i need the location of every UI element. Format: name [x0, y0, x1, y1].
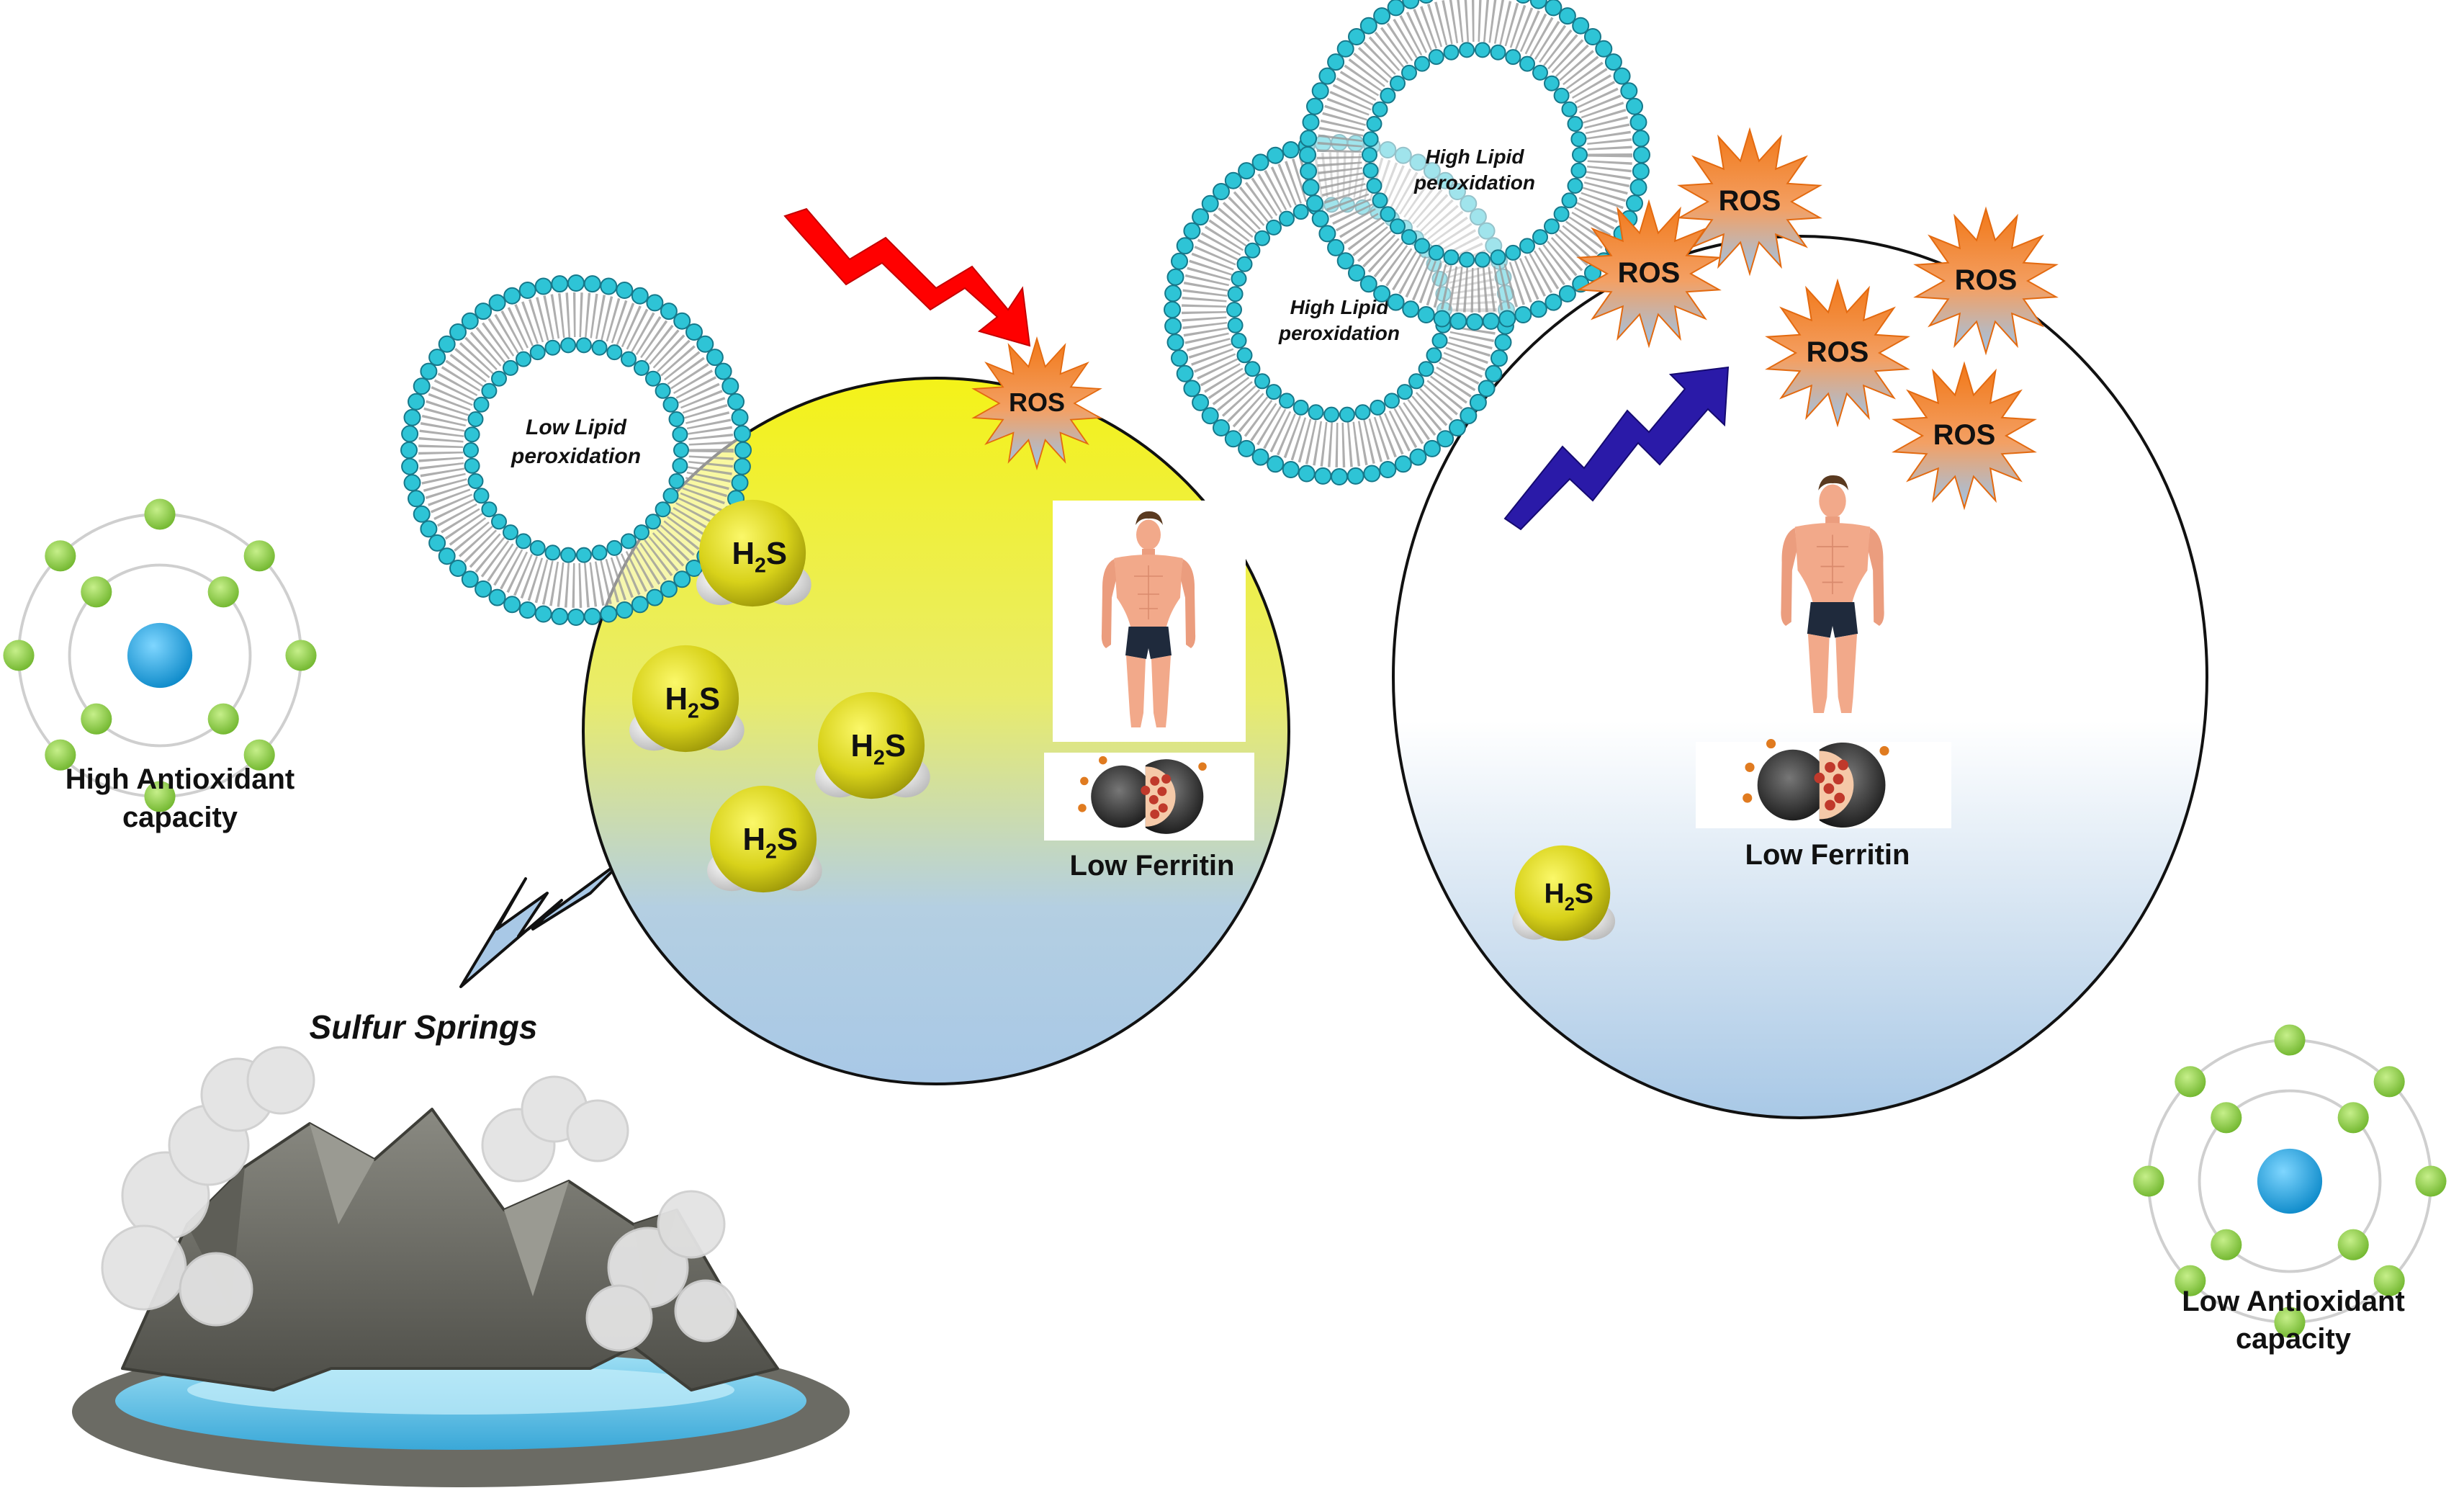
h2s-molecule: H2S — [629, 645, 745, 753]
vesicle-low-lipid: Low Lipid peroxidation — [401, 275, 751, 625]
ferritin-stressed — [1696, 739, 1951, 828]
ros-label: ROS — [1719, 185, 1781, 217]
high-antioxidant-label-line1: High Antioxidant — [66, 763, 294, 795]
h2s-molecule: H2S — [696, 499, 811, 607]
low-ferritin-label-stressed: Low Ferritin — [1745, 839, 1910, 871]
low-ferritin-label-healthy: Low Ferritin — [1070, 850, 1235, 882]
h2s-molecule: H2S — [1512, 845, 1616, 941]
ros-badge-healthy: ROS — [973, 338, 1101, 469]
ros-badge-4: ROS — [1766, 280, 1909, 426]
sulfur-springs-label: Sulfur Springs — [310, 1008, 538, 1046]
ros-badge-2: ROS — [1578, 201, 1720, 346]
svg-text:H2S: H2S — [665, 681, 721, 722]
high-lipid-label-lower-line2: peroxidation — [1278, 322, 1400, 344]
high-lipid-label-upper-line2: peroxidation — [1413, 171, 1535, 194]
blue-zigzag-arrow — [1503, 366, 1730, 531]
ros-badge-3: ROS — [1915, 208, 2057, 354]
ros-badge-1: ROS — [1678, 129, 1821, 274]
svg-text:H2S: H2S — [732, 536, 788, 577]
high-lipid-label-upper-line1: High Lipid — [1426, 145, 1525, 168]
low-lipid-label-line1: Low Lipid — [526, 416, 627, 439]
h2s-molecule: H2S — [707, 785, 822, 893]
ros-label: ROS — [1933, 419, 1996, 451]
ferritin-healthy — [1044, 753, 1254, 841]
svg-text:H2S: H2S — [851, 728, 907, 769]
ros-label: ROS — [1009, 387, 1065, 417]
red-zigzag-arrow — [783, 207, 1031, 347]
low-lipid-label-line2: peroxidation — [511, 444, 641, 468]
human-healthy — [1053, 501, 1246, 742]
high-lipid-label-lower-line1: High Lipid — [1290, 296, 1390, 318]
h2s-molecule: H2S — [815, 691, 930, 799]
high-antioxidant-label-line2: capacity — [122, 802, 238, 833]
low-antioxidant-label-line2: capacity — [2236, 1323, 2352, 1355]
svg-text:H2S: H2S — [1545, 879, 1594, 915]
ros-label: ROS — [1955, 264, 2018, 296]
low-antioxidant-label-line1: Low Antioxidant — [2182, 1286, 2405, 1317]
ros-badge-5: ROS — [1893, 363, 2036, 508]
svg-text:H2S: H2S — [743, 822, 799, 863]
cell-speech-tail — [459, 856, 628, 988]
hot-spring-icon — [72, 1046, 850, 1487]
ros-label: ROS — [1807, 336, 1869, 368]
ros-label: ROS — [1618, 257, 1681, 289]
